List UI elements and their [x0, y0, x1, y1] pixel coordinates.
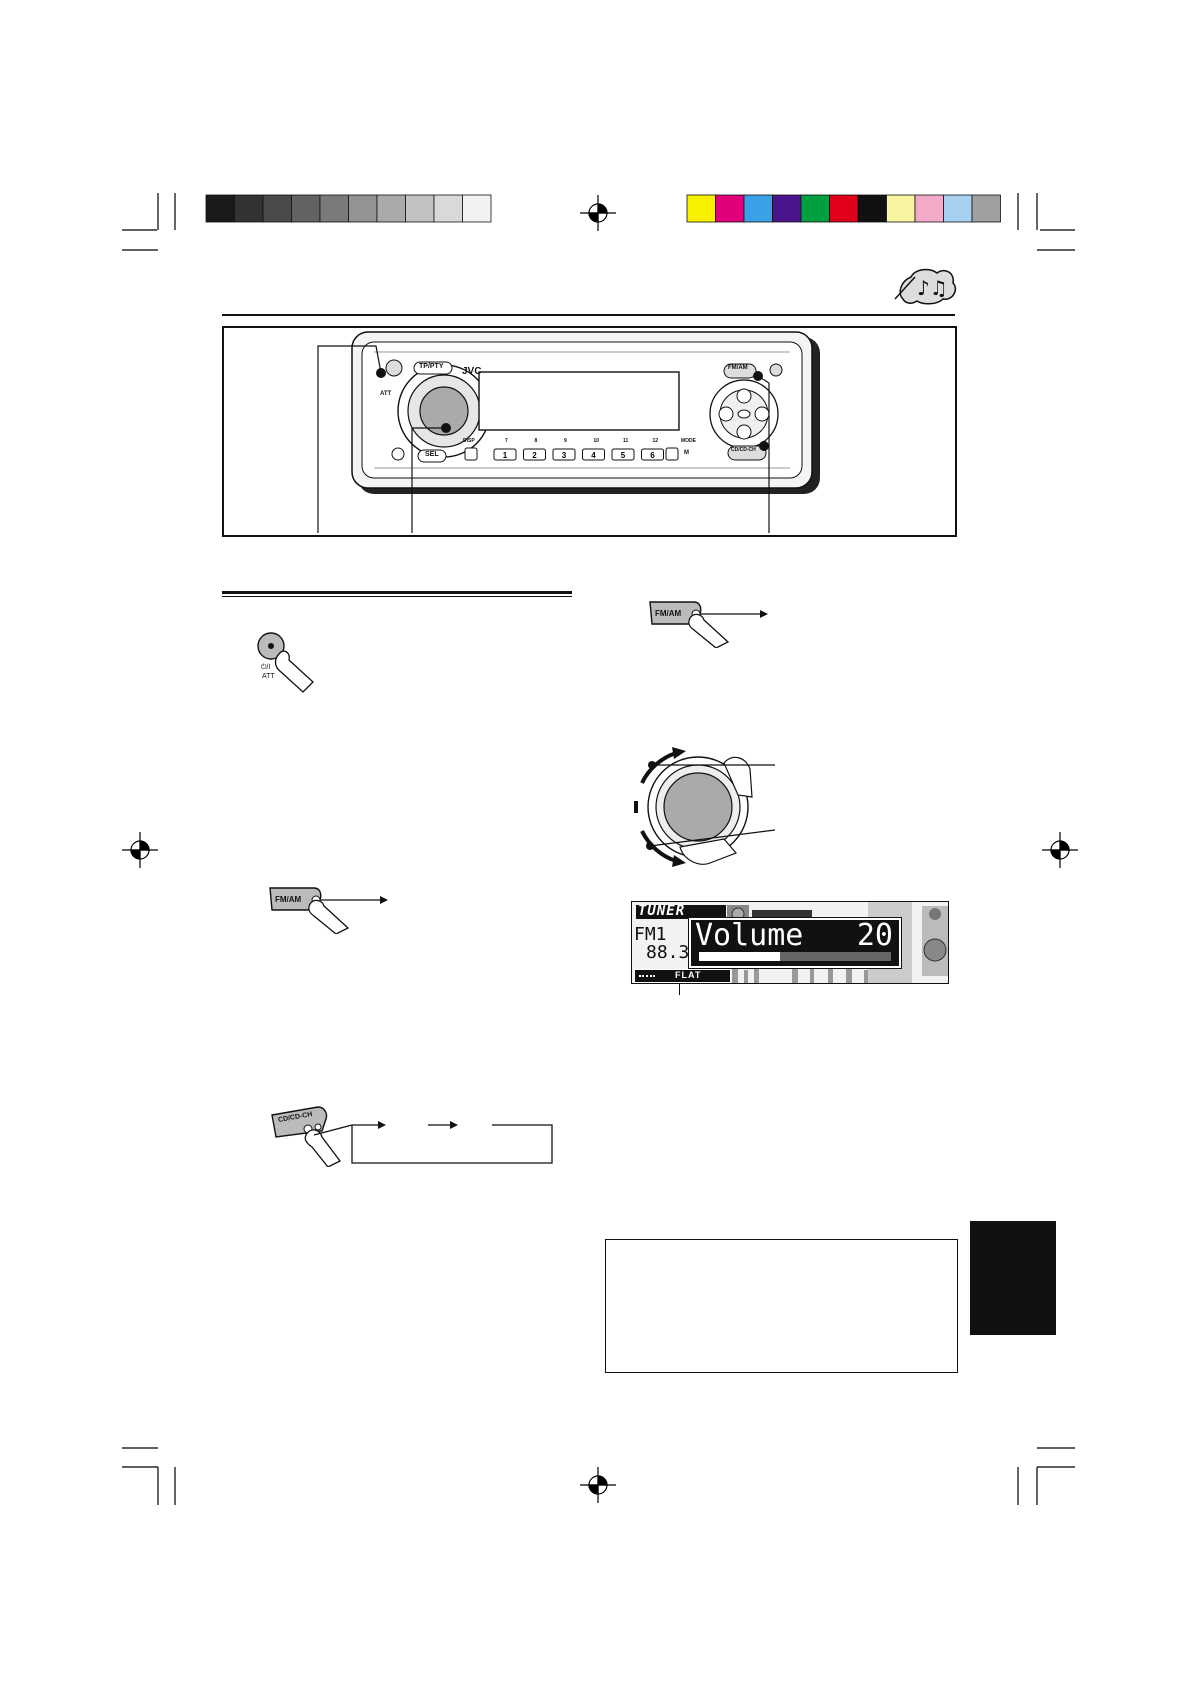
color-swatch: [886, 194, 916, 223]
att-label: ATT: [262, 673, 275, 680]
panel-brand-logo: JVC: [462, 366, 482, 377]
color-swatch: [800, 194, 830, 223]
volume-popup: Volume 20: [688, 917, 902, 969]
color-swatch: [686, 194, 716, 223]
faceplate-illustration-box: [222, 326, 957, 537]
lcd-band: FM1: [634, 924, 667, 945]
preset-upper-number: 8: [534, 438, 538, 444]
volume-meter-track: [699, 952, 891, 961]
panel-sel-label: SEL: [425, 451, 439, 458]
preset-key: [641, 448, 664, 461]
preset-upper-number: 11: [623, 438, 629, 444]
control-dial-illustration: [634, 747, 776, 867]
fm-am-label-left: FM/AM: [275, 895, 302, 904]
panel-cd-ch-label: CD/CD-CH: [731, 447, 756, 453]
preset-key: [611, 448, 635, 461]
preset-upper-number: 10: [593, 438, 600, 444]
gray-swatch: [319, 194, 349, 223]
fm-am-hand-illustration-right: [649, 601, 768, 648]
preset-key: [582, 448, 605, 461]
preset-upper-number: 7: [505, 438, 508, 444]
eq-mode-badge: FLAT: [634, 969, 731, 983]
preset-upper-number: 9: [564, 438, 567, 444]
volume-label: Volume: [695, 918, 804, 953]
gray-swatch: [462, 194, 492, 223]
gray-swatch: [262, 194, 292, 223]
preset-key-label: 3: [562, 451, 567, 460]
preset-key: [552, 448, 576, 461]
fm-am-label-right: FM/AM: [655, 609, 682, 618]
power-att-hand-illustration: [257, 632, 314, 693]
preset-key-label: 6: [650, 451, 655, 460]
gray-swatch: [348, 194, 378, 223]
header-rule: [222, 314, 955, 316]
volume-meter-fill: [699, 952, 780, 961]
eq-mode-label: FLAT: [675, 970, 702, 980]
panel-disp-label: DISP: [463, 438, 475, 444]
preset-upper-number: 12: [652, 438, 659, 444]
volume-value: 20: [856, 918, 893, 953]
preset-key-label: 4: [591, 451, 596, 460]
preset-key: [523, 448, 546, 461]
color-calibration-bar: [686, 194, 1001, 223]
fm-am-hand-illustration-left: [269, 887, 388, 934]
eq-callout-line: [679, 983, 680, 995]
panel-mode-key: M: [684, 450, 689, 456]
gray-swatch: [376, 194, 406, 223]
section-rule-thin: [222, 596, 572, 597]
lcd-tuner-label: TUNER: [638, 903, 686, 919]
preset-key: [493, 448, 517, 461]
color-swatch: [772, 194, 802, 223]
color-swatch: [971, 194, 1001, 223]
color-swatch: [914, 194, 944, 223]
lcd-display: TUNER FM1 88.3 Volume 20 FLAT: [631, 901, 949, 984]
language-tab: [970, 1221, 1056, 1335]
cd-ch-hand-illustration: [271, 1106, 553, 1167]
preset-key-label: 5: [621, 451, 626, 460]
preset-key-label: 1: [503, 451, 508, 460]
note-box: [605, 1239, 958, 1373]
preset-key-label: 2: [532, 451, 537, 460]
gray-swatch: [234, 194, 264, 223]
eq-dots-icon: [639, 975, 655, 979]
panel-tp-pty-label: TP/PTY: [419, 363, 444, 370]
gray-swatch: [433, 194, 463, 223]
panel-fm-am-label: FM/AM: [728, 365, 748, 371]
gray-swatch: [205, 194, 235, 223]
color-swatch: [943, 194, 973, 223]
color-swatch: [857, 194, 887, 223]
section-rule-thick: [222, 591, 572, 594]
gray-swatch: [291, 194, 321, 223]
svg-text:♪♫: ♪♫: [917, 276, 948, 300]
color-swatch: [743, 194, 773, 223]
grayscale-calibration-bar: [205, 194, 492, 223]
lcd-frequency: 88.3: [646, 942, 690, 963]
panel-mode-label: MODE: [681, 438, 696, 444]
music-notes-icon: ♪♫: [894, 268, 957, 305]
power-symbol-label: ⏻/I: [261, 664, 271, 671]
color-swatch: [715, 194, 745, 223]
color-swatch: [829, 194, 859, 223]
panel-att-label: ATT: [380, 391, 392, 397]
gray-swatch: [405, 194, 435, 223]
